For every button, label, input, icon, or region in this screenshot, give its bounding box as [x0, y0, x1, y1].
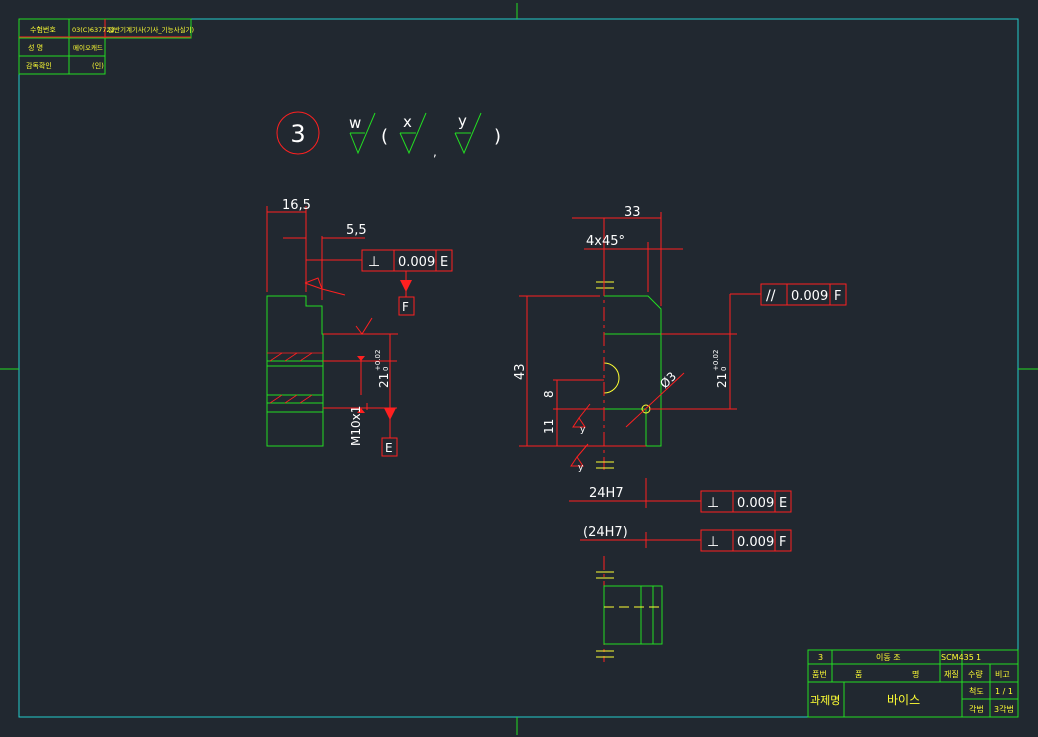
dim-11: 11: [542, 419, 556, 434]
right-surface-y: y: [580, 425, 586, 435]
right-view: 33 4x45° 43 8 11 y y Ø3 21 +0.02 0: [513, 205, 847, 473]
fcf-left-symbol: ⊥: [368, 254, 380, 270]
info-label-supervisor: 감독확인: [26, 61, 52, 70]
dim-5-5: 5,5: [346, 223, 367, 238]
right-dim-21: 21: [715, 373, 729, 388]
bottom-view: 24H7 ⊥ 0.009 E (24H7) ⊥ 0.009 F: [569, 478, 792, 662]
tb-scale-value: 1 / 1: [995, 687, 1013, 696]
info-value-name: 메이오캐드: [73, 43, 103, 52]
tb-h-no: 품번: [812, 670, 827, 679]
tb-h-name-b: 명: [912, 669, 919, 679]
svg-text:x: x: [403, 113, 412, 131]
tb-method-label: 각법: [969, 704, 984, 714]
left-dim-21: 21: [377, 373, 391, 388]
fcf-left-tolerance: 0.009: [398, 255, 435, 270]
info-exam-title: 일반기계기사(기사_기능사실기): [108, 25, 194, 34]
paren-open: (: [381, 126, 388, 147]
svg-text:w: w: [349, 114, 361, 132]
dim-16-5: 16,5: [282, 198, 311, 213]
dim-chamfer: 4x45°: [586, 234, 625, 249]
tb-part-name: 이동 조: [876, 652, 901, 662]
tb-qty: 1: [976, 653, 981, 662]
tb-method-value: 3각법: [994, 704, 1014, 714]
fcf-bottom2-tolerance: 0.009: [737, 535, 774, 550]
left-view-outline: [266, 295, 324, 447]
tb-h-remark: 비고: [995, 670, 1010, 679]
info-block: 수험번호 03(C)637723 일반기계기사(기사_기능사실기) 성 명 메이…: [18, 18, 194, 75]
left-view: 16,5 5,5 ⊥ 0.009 E F 21 +0.02 0 E: [266, 198, 453, 457]
thread-spec: M10x1: [349, 406, 363, 446]
tb-h-qty: 수량: [968, 669, 983, 679]
fcf-bottom2-symbol: ⊥: [707, 534, 719, 550]
info-value-seal: (인): [92, 61, 104, 70]
info-value-exam-no: 03(C)637723: [72, 26, 115, 34]
left-tol-lower: 0: [382, 367, 390, 371]
left-tol-upper: +0.02: [374, 350, 382, 371]
tb-material: SCM435: [941, 653, 974, 662]
tb-h-name-a: 품: [855, 670, 862, 679]
drawing-border: [18, 18, 1019, 718]
datum-f-label: F: [402, 300, 409, 314]
bottom-view-outline: [603, 585, 663, 645]
surface-finish-note: 3 w ( x , y ): [276, 111, 501, 159]
right-tol-upper: +0.02: [712, 350, 720, 371]
thread-hatch: [269, 352, 313, 404]
fcf-parallel-datum: F: [834, 289, 841, 304]
tb-h-material: 재질: [944, 670, 959, 679]
title-block: 3 이동 조 SCM435 1 품번 품 명 재질 수량 비고 과제명 바이스 …: [807, 649, 1019, 718]
paren-close: ): [494, 126, 501, 147]
right-surface-y2: y: [578, 463, 584, 473]
surface-symbol-w: w: [349, 112, 376, 155]
fcf-bottom1-symbol: ⊥: [707, 495, 719, 511]
fcf-bottom1-datum: E: [779, 496, 787, 511]
svg-text:y: y: [458, 112, 467, 130]
dim-8: 8: [542, 390, 556, 398]
surface-symbol-y: y: [454, 112, 482, 155]
fcf-parallel-symbol: //: [766, 288, 776, 304]
tb-part-no: 3: [818, 653, 823, 662]
fcf-bottom1-tolerance: 0.009: [737, 496, 774, 511]
tb-scale-label: 척도: [969, 687, 984, 696]
dim-24h7-ref: (24H7): [583, 525, 628, 540]
fcf-bottom2-datum: F: [779, 535, 786, 550]
tb-project-name: 바이스: [887, 693, 920, 707]
info-label-name: 성 명: [28, 43, 43, 52]
right-view-outline: [604, 295, 662, 447]
surface-symbol-x: x: [399, 112, 427, 155]
dim-33: 33: [624, 205, 641, 220]
datum-e-label: E: [385, 441, 393, 455]
dim-24h7: 24H7: [589, 486, 624, 501]
dim-43: 43: [513, 363, 528, 380]
tb-project-label: 과제명: [810, 694, 840, 707]
info-label-exam-no: 수험번호: [30, 25, 56, 34]
comma: ,: [433, 145, 437, 159]
right-tol-lower: 0: [720, 367, 728, 371]
fcf-parallel-tolerance: 0.009: [791, 289, 828, 304]
item-number: 3: [290, 120, 305, 148]
item-balloon: [276, 111, 320, 155]
fcf-left-datum: E: [440, 255, 448, 270]
